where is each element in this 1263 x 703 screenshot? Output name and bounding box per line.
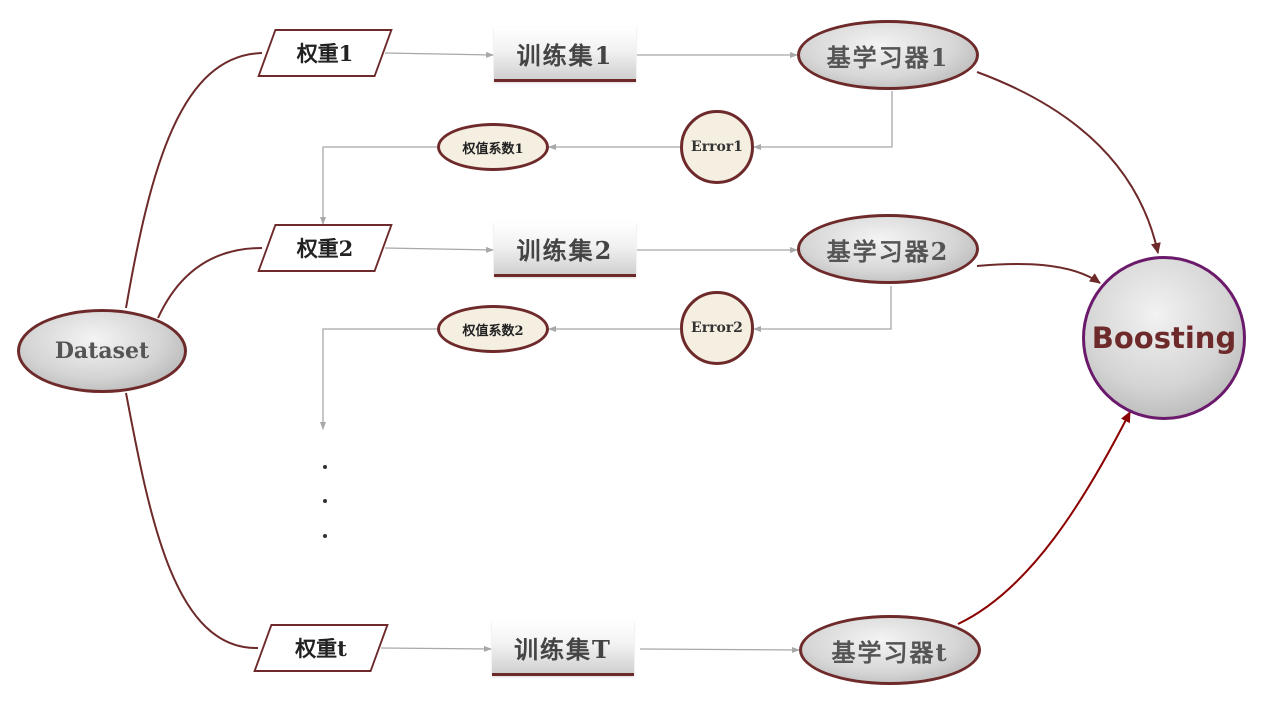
weight-1-label: 权重1 <box>296 41 354 66</box>
weight-t-label: 权重t <box>295 636 347 661</box>
continuation-dot <box>323 534 327 538</box>
train-set-1-node: 训练集1 <box>494 27 636 82</box>
train-set-t-label: 训练集T <box>514 634 612 664</box>
boosting-label: Boosting <box>1091 321 1237 355</box>
edge-weight1-train1 <box>384 51 494 58</box>
error-2-label: Error2 <box>691 320 743 336</box>
edge-coef2-continue <box>320 328 437 430</box>
base-learner-2-node: 基学习器2 <box>797 214 979 284</box>
edge-learnert-boosting <box>957 411 1131 625</box>
weight-1-node: 权重1 <box>266 29 384 77</box>
edge-coef1-weight2 <box>320 146 437 225</box>
train-set-t-node: 训练集T <box>492 621 634 676</box>
weight-coef-1-node: 权值系数1 <box>437 123 549 171</box>
edge-learner2-boosting <box>976 262 1101 284</box>
weight-coef-2-label: 权值系数2 <box>462 323 524 339</box>
edge-traint-learnert <box>639 646 800 653</box>
base-learner-2-label: 基学习器2 <box>826 236 950 266</box>
edge-dataset-weightt <box>125 392 259 650</box>
weight-2-label: 权重2 <box>296 236 354 261</box>
error-1-node: Error1 <box>680 110 754 184</box>
boosting-node: Boosting <box>1082 256 1246 420</box>
train-set-2-node: 训练集2 <box>494 222 636 277</box>
base-learner-t-node: 基学习器t <box>799 615 981 685</box>
edge-dataset-weight2 <box>157 247 263 319</box>
continuation-dot <box>323 499 327 503</box>
edge-dataset-weight1 <box>125 52 263 309</box>
train-set-1-label: 训练集1 <box>516 40 614 70</box>
dataset-label: Dataset <box>54 338 150 364</box>
weight-coef-2-node: 权值系数2 <box>437 305 549 353</box>
weight-2-node: 权重2 <box>266 224 384 272</box>
edge-learner1-error1 <box>753 91 893 150</box>
error-2-node: Error2 <box>680 291 754 365</box>
dataset-node: Dataset <box>17 309 187 393</box>
error-1-label: Error1 <box>691 139 743 155</box>
base-learner-1-node: 基学习器1 <box>797 20 979 90</box>
base-learner-1-label: 基学习器1 <box>826 42 950 72</box>
continuation-dot <box>323 465 327 469</box>
edge-learner2-error2 <box>753 286 892 332</box>
weight-coef-1-label: 权值系数1 <box>462 141 524 157</box>
base-learner-t-label: 基学习器t <box>831 637 949 667</box>
edge-weight2-train2 <box>384 246 494 253</box>
train-set-2-label: 训练集2 <box>516 235 614 265</box>
weight-t-node: 权重t <box>262 624 380 672</box>
edge-weightt-traint <box>380 645 492 652</box>
edge-learner1-boosting <box>976 71 1161 254</box>
